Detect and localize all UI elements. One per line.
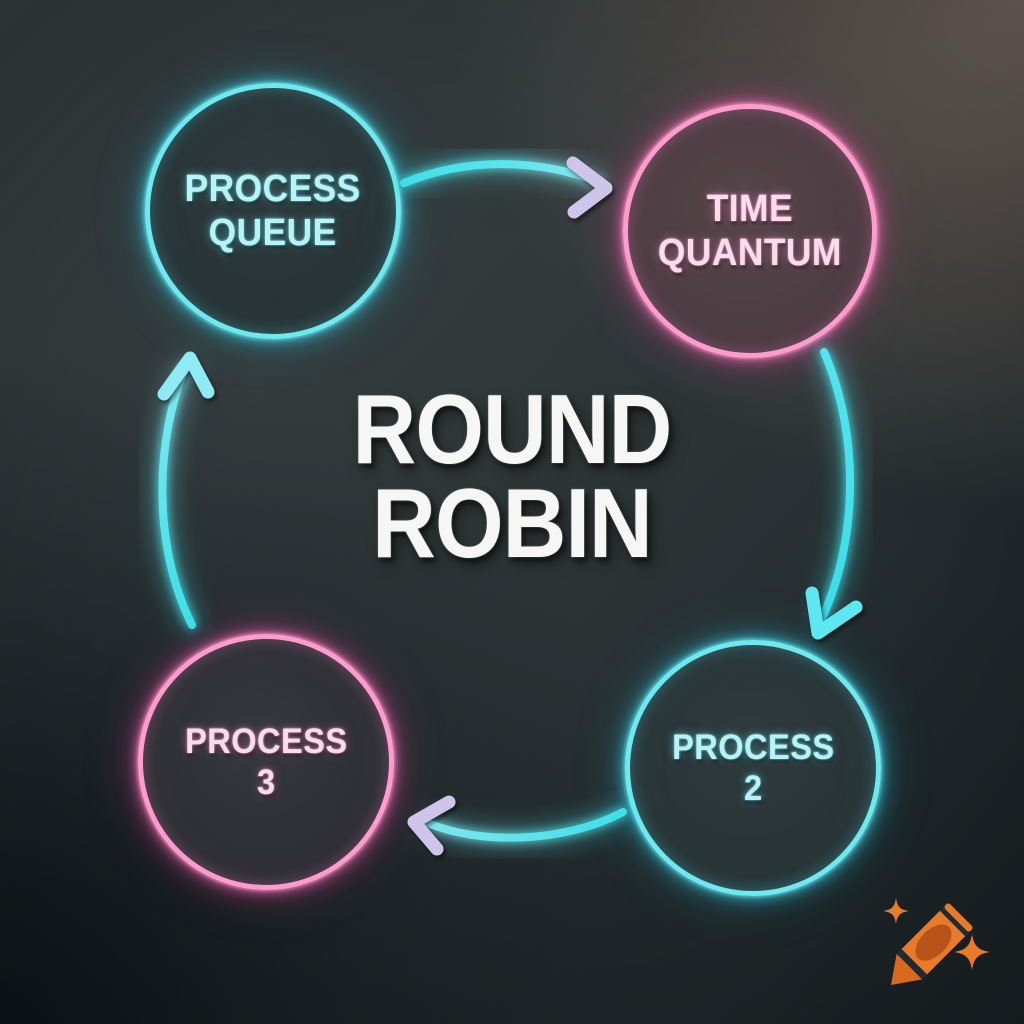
title-line-2: ROBIN (372, 468, 653, 579)
node-label-line1: PROCESS (671, 728, 835, 767)
craiyon-watermark (883, 898, 990, 986)
title-line-1: ROUND (352, 374, 673, 484)
node-label-line1: PROCESS (184, 722, 348, 761)
node-label-line2: QUANTUM (658, 232, 842, 274)
node-time-quantum[interactable]: TIME QUANTUM (623, 104, 877, 358)
node-ring-process-queue (145, 83, 401, 339)
sparkle-icon-small (883, 898, 909, 924)
arrowhead-process3-to-queue (157, 351, 215, 401)
crayon-icon (890, 903, 973, 986)
node-process-queue[interactable]: PROCESS QUEUE (145, 83, 401, 339)
arrowhead-queue-to-quantum (566, 156, 613, 219)
arrowhead-process2-to-process3 (407, 795, 456, 856)
node-label-line1: TIME (706, 188, 794, 230)
node-ring-process-2 (625, 640, 881, 896)
arrow-process3-to-queue (158, 362, 196, 629)
node-label-line2: 3 (256, 763, 276, 802)
node-label-time-quantum: TIME QUANTUM (658, 190, 842, 272)
diagram-title: ROUND ROBIN (0, 374, 1024, 579)
sparkle-icon-large (954, 934, 990, 970)
node-process-2[interactable]: PROCESS 2 (625, 640, 881, 896)
arrow-queue-to-quantum (400, 160, 604, 187)
node-label-line2: QUEUE (208, 212, 337, 254)
node-label-process-queue: PROCESS QUEUE (185, 170, 361, 252)
node-label-process-2: PROCESS 2 (672, 730, 834, 806)
arrowhead-quantum-to-process2 (805, 586, 863, 640)
arrow-quantum-to-process2 (818, 348, 855, 622)
node-ring-time-quantum (623, 104, 877, 358)
arrow-process2-to-process3 (424, 808, 627, 842)
node-label-line1: PROCESS (184, 168, 362, 210)
node-ring-process-3 (138, 634, 394, 890)
node-label-line2: 2 (743, 769, 763, 808)
node-label-process-3: PROCESS 3 (185, 724, 347, 800)
node-process-3[interactable]: PROCESS 3 (138, 634, 394, 890)
